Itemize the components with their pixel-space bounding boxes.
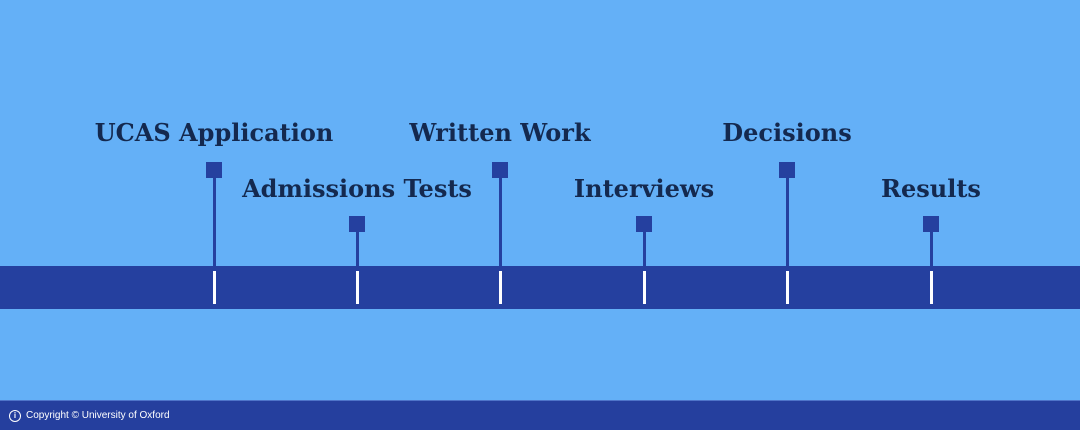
milestone-marker	[492, 162, 508, 178]
info-icon[interactable]: i	[9, 409, 21, 422]
timeline-tick	[212, 271, 216, 304]
milestone-stem	[785, 170, 789, 266]
milestone-marker	[206, 162, 222, 178]
timeline-tick	[929, 271, 933, 304]
milestone-label: Admissions Tests	[242, 174, 472, 203]
milestone-label: Written Work	[409, 118, 591, 147]
milestone-label: UCAS Application	[94, 118, 334, 147]
milestone-marker	[349, 216, 365, 232]
milestone-marker	[923, 216, 939, 232]
footer: i Copyright © University of Oxford	[0, 400, 1080, 430]
timeline-bar	[0, 266, 1080, 309]
timeline-tick	[642, 271, 646, 304]
milestone-stem	[642, 224, 646, 266]
milestone-marker	[636, 216, 652, 232]
milestone-stem	[212, 170, 216, 266]
timeline-tick	[355, 271, 359, 304]
milestone-stem	[929, 224, 933, 266]
milestone-label: Interviews	[573, 174, 715, 203]
milestone-label: Results	[881, 174, 981, 203]
copyright-text: Copyright © University of Oxford	[26, 410, 170, 421]
milestone-label: Decisions	[722, 118, 852, 147]
milestone-stem	[355, 224, 359, 266]
milestone-marker	[779, 162, 795, 178]
milestone-stem	[498, 170, 502, 266]
timeline-tick	[785, 271, 789, 304]
timeline-tick	[498, 271, 502, 304]
